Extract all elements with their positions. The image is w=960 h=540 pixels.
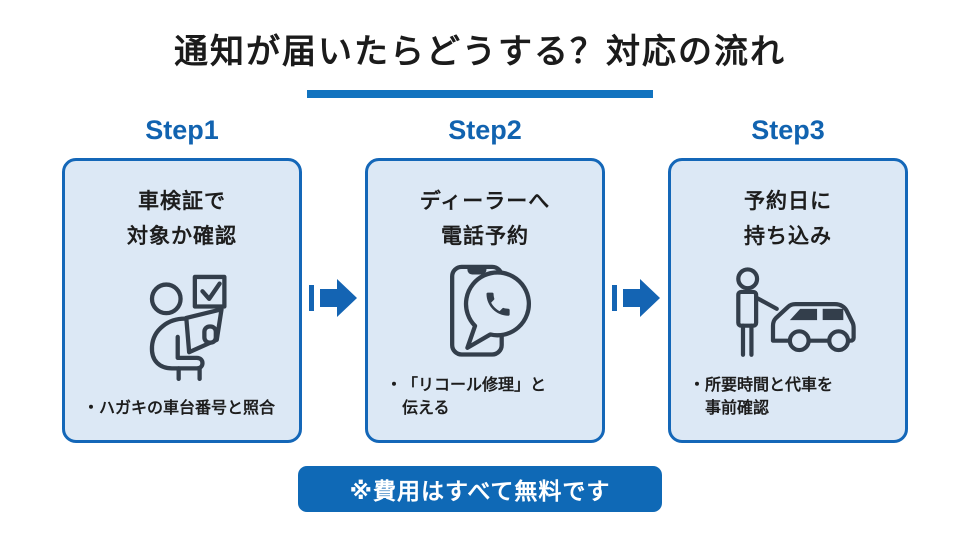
step-label-3: Step3: [751, 115, 825, 145]
card-heading-1-line1: 車検証で: [138, 190, 226, 213]
step-icon-wrap-1: [79, 254, 285, 397]
bullet-item-3: ・ 所要時間と代車を 事前確認: [685, 374, 891, 420]
step-card-2: ディーラーへ 電話予約 ・ 「リコール修理」と 伝える: [365, 158, 605, 443]
card-heading-2: ディーラーへ 電話予約: [420, 185, 551, 254]
step-column-3: Step3 予約日に 持ち込み: [668, 110, 908, 443]
step-label-2: Step2: [448, 115, 522, 145]
title-underline: [307, 90, 653, 98]
bullet-item-1: ・ ハガキの車台番号と照合: [79, 397, 285, 420]
step-column-2: Step2 ディーラーへ 電話予約 ・ 「リコール修理」と 伝える: [365, 110, 605, 443]
step-card-3: 予約日に 持ち込み ・: [668, 158, 908, 443]
step-card-1: 車検証で 対象か確認 ・ ハガキの車台番号と照合: [62, 158, 302, 443]
card-heading-2-line2: 電話予約: [441, 224, 529, 248]
phone-call-icon: [449, 264, 531, 357]
person-document-check-icon: [149, 274, 227, 381]
bullet-text: 所要時間と代車を: [705, 376, 834, 394]
step-label-1: Step1: [145, 115, 219, 145]
bullet-text: 事前確認: [705, 399, 770, 417]
card-heading-1: 車検証で 対象か確認: [127, 185, 237, 254]
card-heading-3: 予約日に 持ち込み: [744, 185, 832, 254]
free-cost-banner: ※費用はすべて無料です: [298, 466, 662, 512]
bullet-text: ハガキの車台番号と照合: [99, 399, 276, 417]
card-heading-3-line2: 持ち込み: [744, 224, 832, 248]
card-heading-1-line2: 対象か確認: [127, 224, 237, 248]
bullet-text: 「リコール修理」と: [402, 376, 547, 394]
bullet-marker: ・: [83, 399, 100, 417]
page-title: 通知が届いたらどうする？対応の流れ: [174, 33, 786, 71]
bullet-item-2: ・ 「リコール修理」と 伝える: [382, 374, 588, 420]
step-arrow-icon: [612, 279, 660, 317]
person-car-icon: [736, 267, 856, 358]
step-column-1: Step1 車検証で 対象か確認 ・: [62, 110, 302, 443]
banner-text: ※費用はすべて無料です: [349, 478, 611, 504]
bullet-text: 伝える: [402, 399, 450, 417]
step-icon-wrap-2: [382, 254, 588, 373]
bullet-marker: ・: [386, 376, 403, 394]
step-arrow-icon: [309, 279, 357, 317]
step-icon-wrap-3: [685, 254, 891, 373]
card-heading-2-line1: ディーラーへ: [419, 190, 551, 213]
card-heading-3-line1: 予約日に: [744, 190, 832, 213]
bullet-marker: ・: [689, 376, 706, 394]
